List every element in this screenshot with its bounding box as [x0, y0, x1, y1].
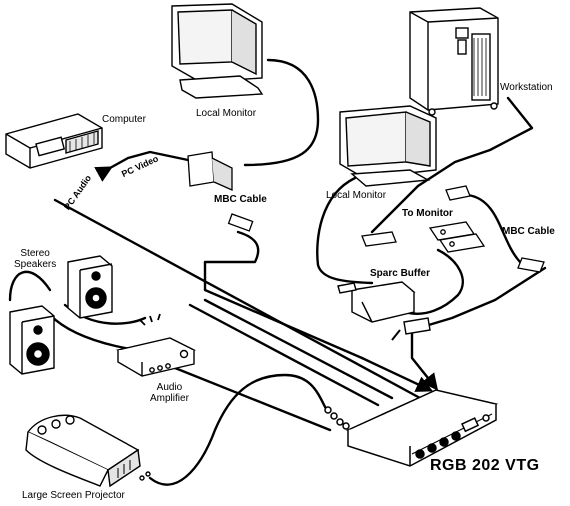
speaker-left-icon: [9, 305, 55, 375]
mbc-cable-right-run: [410, 266, 547, 391]
label-large-screen-projector: Large Screen Projector: [22, 490, 125, 501]
sparc-buffer-cable: [403, 248, 464, 315]
projector-icon: [25, 414, 151, 488]
amp-to-rgb-cable: [173, 366, 332, 432]
label-stereo-speakers: Stereo Speakers: [14, 248, 57, 270]
top-monitor-cable: [243, 58, 320, 167]
video-run-b: [188, 303, 380, 407]
main-arrow: [360, 356, 434, 392]
label-product-name: RGB 202 VTG: [430, 457, 540, 474]
workstation-feed: [370, 96, 534, 234]
projector-cable: [148, 373, 330, 486]
mbc-connector-left-icon: [187, 151, 254, 232]
label-local-monitor-mid: Local Monitor: [326, 190, 387, 201]
speaker-wire-left: [8, 270, 52, 302]
label-workstation: Workstation: [500, 82, 553, 93]
workstation-icon: [409, 7, 499, 116]
audio-amplifier-icon: [115, 313, 197, 377]
local-monitor-top-icon: [171, 3, 264, 99]
to-monitor-connectors-icon: [361, 185, 545, 273]
rgb-202-vtg-unit-icon: [324, 389, 499, 467]
mbc-cable-left-run: [203, 230, 364, 360]
computer-icon: [5, 113, 103, 169]
label-audio-amplifier: Audio Amplifier: [150, 382, 189, 404]
video-run-a: [203, 298, 394, 400]
label-to-monitor: To Monitor: [402, 208, 453, 219]
label-computer: Computer: [102, 114, 146, 125]
label-mbc-cable-right: MBC Cable: [502, 226, 555, 237]
label-local-monitor-top: Local Monitor: [196, 108, 257, 119]
mid-monitor-cable: [316, 176, 374, 285]
pc-video-cable: [94, 150, 190, 182]
to-monitor-cable: [466, 193, 522, 264]
sparc-buffer-icon: [337, 281, 431, 341]
label-mbc-cable-left: MBC Cable: [214, 194, 267, 205]
speaker-right-icon: [67, 255, 113, 319]
local-monitor-mid-icon: [339, 105, 437, 187]
pc-audio-cable: [53, 198, 422, 400]
cables: [8, 58, 547, 486]
label-sparc-buffer: Sparc Buffer: [370, 268, 431, 279]
